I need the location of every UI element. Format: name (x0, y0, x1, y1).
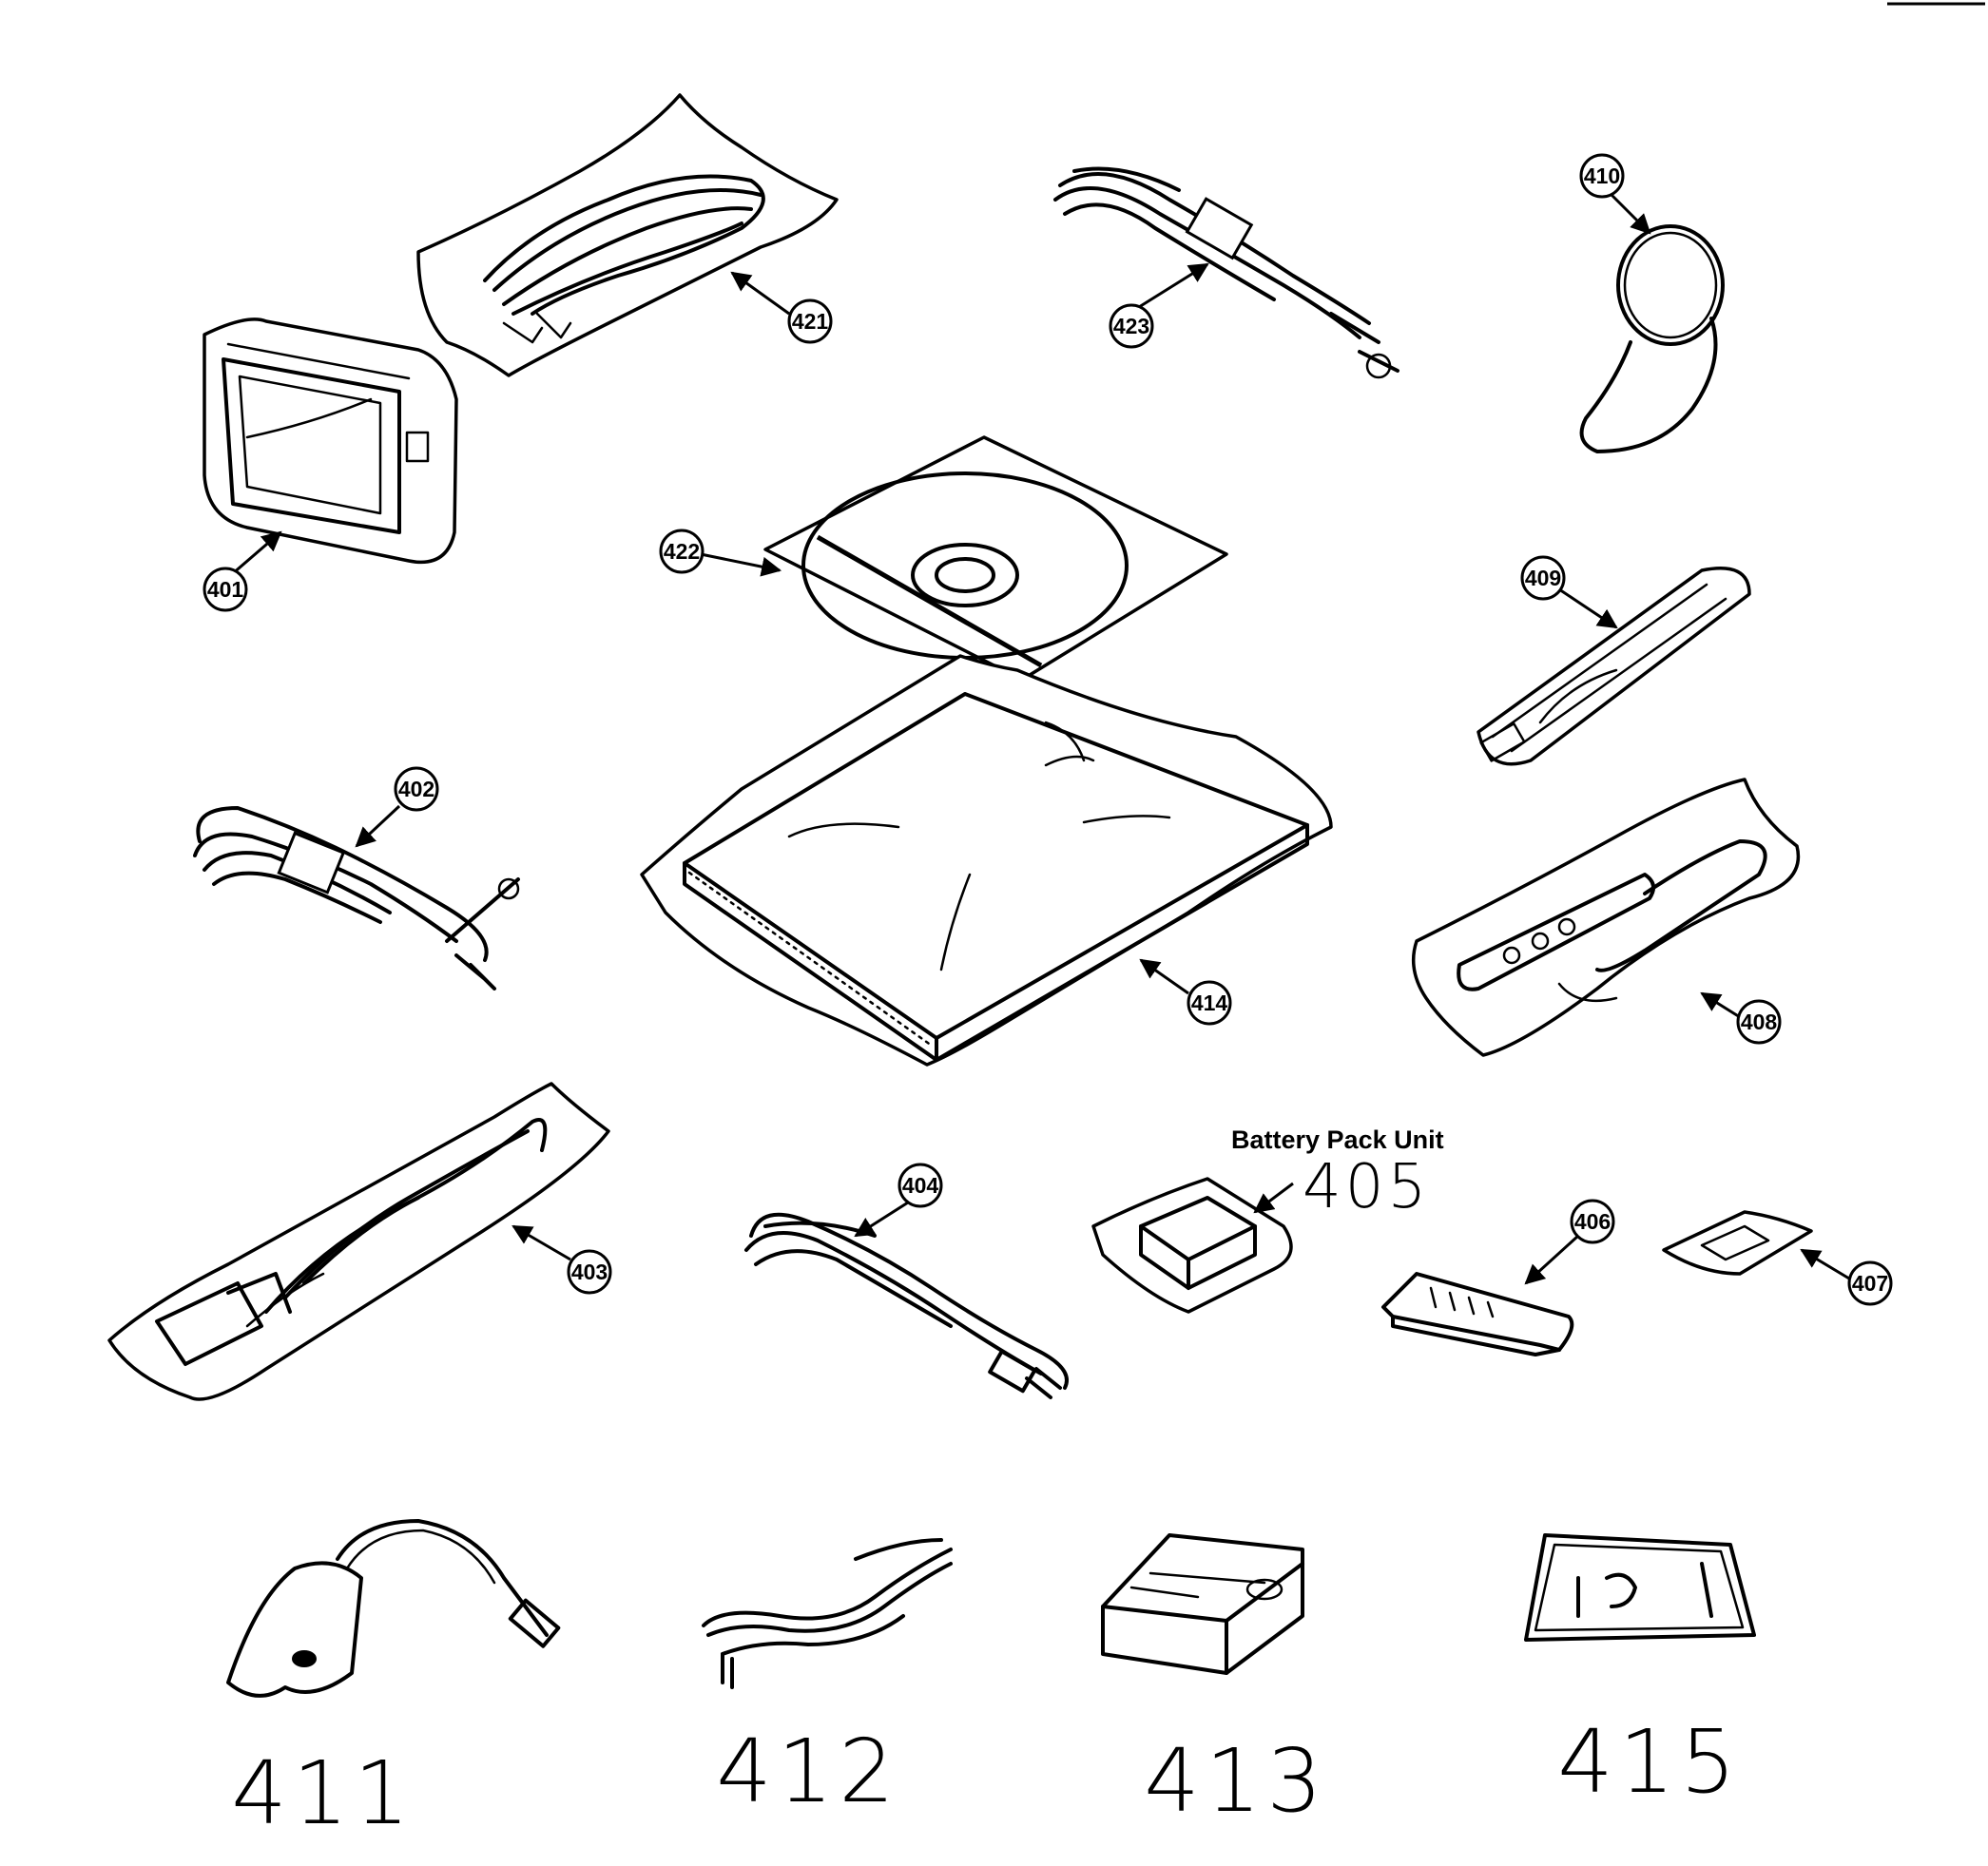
callout-410-label: 410 (1584, 164, 1620, 188)
callout-403: 403 (511, 1224, 612, 1295)
label-415: 415 (1557, 1711, 1742, 1813)
callout-401-label: 401 (207, 577, 244, 602)
item-408-accessory-bag (1411, 778, 1801, 1057)
label-411: 411 (231, 1742, 415, 1844)
callout-406-label: 406 (1574, 1209, 1611, 1234)
battery-pack-number: 405 (1303, 1152, 1430, 1222)
item-421-cable-bag (416, 93, 839, 377)
item-409-stylus-case (1477, 567, 1751, 766)
callout-407-label: 407 (1852, 1271, 1888, 1296)
callout-405: Battery Pack Unit 405 (1231, 1125, 1444, 1222)
callout-410: 410 (1579, 153, 1651, 235)
callout-401: 401 (203, 530, 282, 612)
callout-422-label: 422 (664, 539, 700, 564)
item-407-memory-card (1662, 1210, 1813, 1276)
callout-422: 422 (659, 529, 782, 577)
callout-408-label: 408 (1741, 1010, 1778, 1034)
item-411-card-reader (226, 1519, 561, 1698)
callout-404-label: 404 (902, 1173, 939, 1198)
callout-421-label: 421 (792, 309, 829, 334)
callout-403-label: 403 (571, 1260, 608, 1284)
item-404-power-cord (744, 1212, 1069, 1399)
battery-pack-caption: Battery Pack Unit (1231, 1125, 1444, 1154)
callout-423-label: 423 (1113, 314, 1149, 338)
item-412-usb-cable (702, 1538, 953, 1689)
callout-402: 402 (355, 766, 439, 848)
item-415-card (1524, 1533, 1756, 1642)
item-403-ac-adaptor (107, 1082, 610, 1401)
callout-408: 408 (1700, 991, 1782, 1045)
callout-414: 414 (1139, 958, 1232, 1026)
callout-409-label: 409 (1525, 566, 1561, 590)
callout-406: 406 (1524, 1199, 1615, 1285)
callout-414-label: 414 (1191, 991, 1228, 1015)
callout-404: 404 (854, 1163, 943, 1238)
item-401-lcd-monitor (203, 317, 458, 565)
item-423-audio-cable (1053, 166, 1399, 379)
label-413: 413 (1144, 1730, 1328, 1832)
callout-407: 407 (1800, 1248, 1893, 1306)
callout-423: 423 (1109, 262, 1209, 349)
item-406-remote-control (1381, 1272, 1574, 1356)
item-410-lens-cap (1579, 224, 1725, 453)
callout-402-label: 402 (398, 777, 434, 801)
item-414-instruction-manual (640, 654, 1333, 1067)
callout-421: 421 (730, 271, 833, 344)
label-412: 412 (716, 1721, 900, 1822)
item-405-battery-pack (1091, 1177, 1293, 1314)
item-413-card-case (1101, 1533, 1304, 1675)
item-402-av-cable (193, 806, 520, 991)
callout-409: 409 (1520, 555, 1618, 629)
item-422-cd-rom (763, 435, 1228, 682)
